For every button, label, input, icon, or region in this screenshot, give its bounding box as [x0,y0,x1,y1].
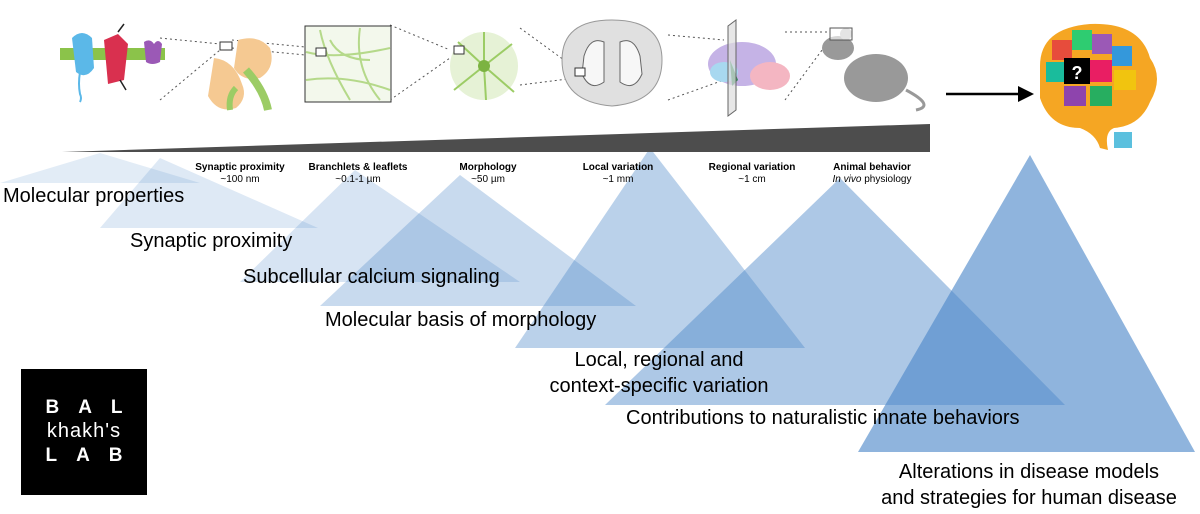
theme-morphology: Molecular basis of morphology [325,309,597,331]
triangle-disease [858,155,1195,452]
scale-label-local: Local variation ~1 mm [582,162,654,185]
triangle-morphology [320,175,636,306]
scale-label-morphology: Morphology ~50 µm [459,162,517,185]
scale-label-branchlets: Branchlets & leaflets ~0.1-1 µm [308,162,408,185]
puzzle-question-mark: ? [1072,63,1083,83]
puzzle-brain-icon [1040,23,1157,150]
theme-variation: Local, regional and context-specific var… [549,349,769,397]
synapse-icon [208,38,272,111]
scale-label-synaptic: Synaptic proximity ~100 nm [195,162,285,185]
logo-bottom: LAB [45,445,142,466]
logo-top: BAL [45,397,142,418]
logo-middle: khakh's [46,420,122,442]
theme-disease: Alterations in disease models and strate… [881,461,1177,509]
theme-behaviors: Contributions to naturalistic innate beh… [626,407,1020,429]
branchlets-icon [304,25,392,103]
arrow-right-icon [946,86,1034,102]
theme-molecular: Molecular properties [3,185,185,207]
triangle-variation [515,148,805,348]
scale-wedge [62,124,930,152]
triangle-calcium [240,170,520,282]
lab-logo: BAL khakh's LAB [21,369,147,495]
theme-synaptic: Synaptic proximity [130,230,293,252]
scale-label-regional: Regional variation ~1 cm [708,162,796,185]
mouse-icon [822,27,926,112]
astrocyte-icon [450,32,518,101]
illustrations-layer: ? [60,19,1157,152]
scale-label-behavior: Animal behavior In vivo physiology [832,162,912,185]
triangle-synaptic [100,158,318,228]
mouse-brain-icon [708,19,790,117]
theme-calcium: Subcellular calcium signaling [243,266,500,288]
membrane-proteins-icon [60,23,165,103]
brain-section-icon [561,19,663,107]
triangle-molecular [0,153,200,183]
